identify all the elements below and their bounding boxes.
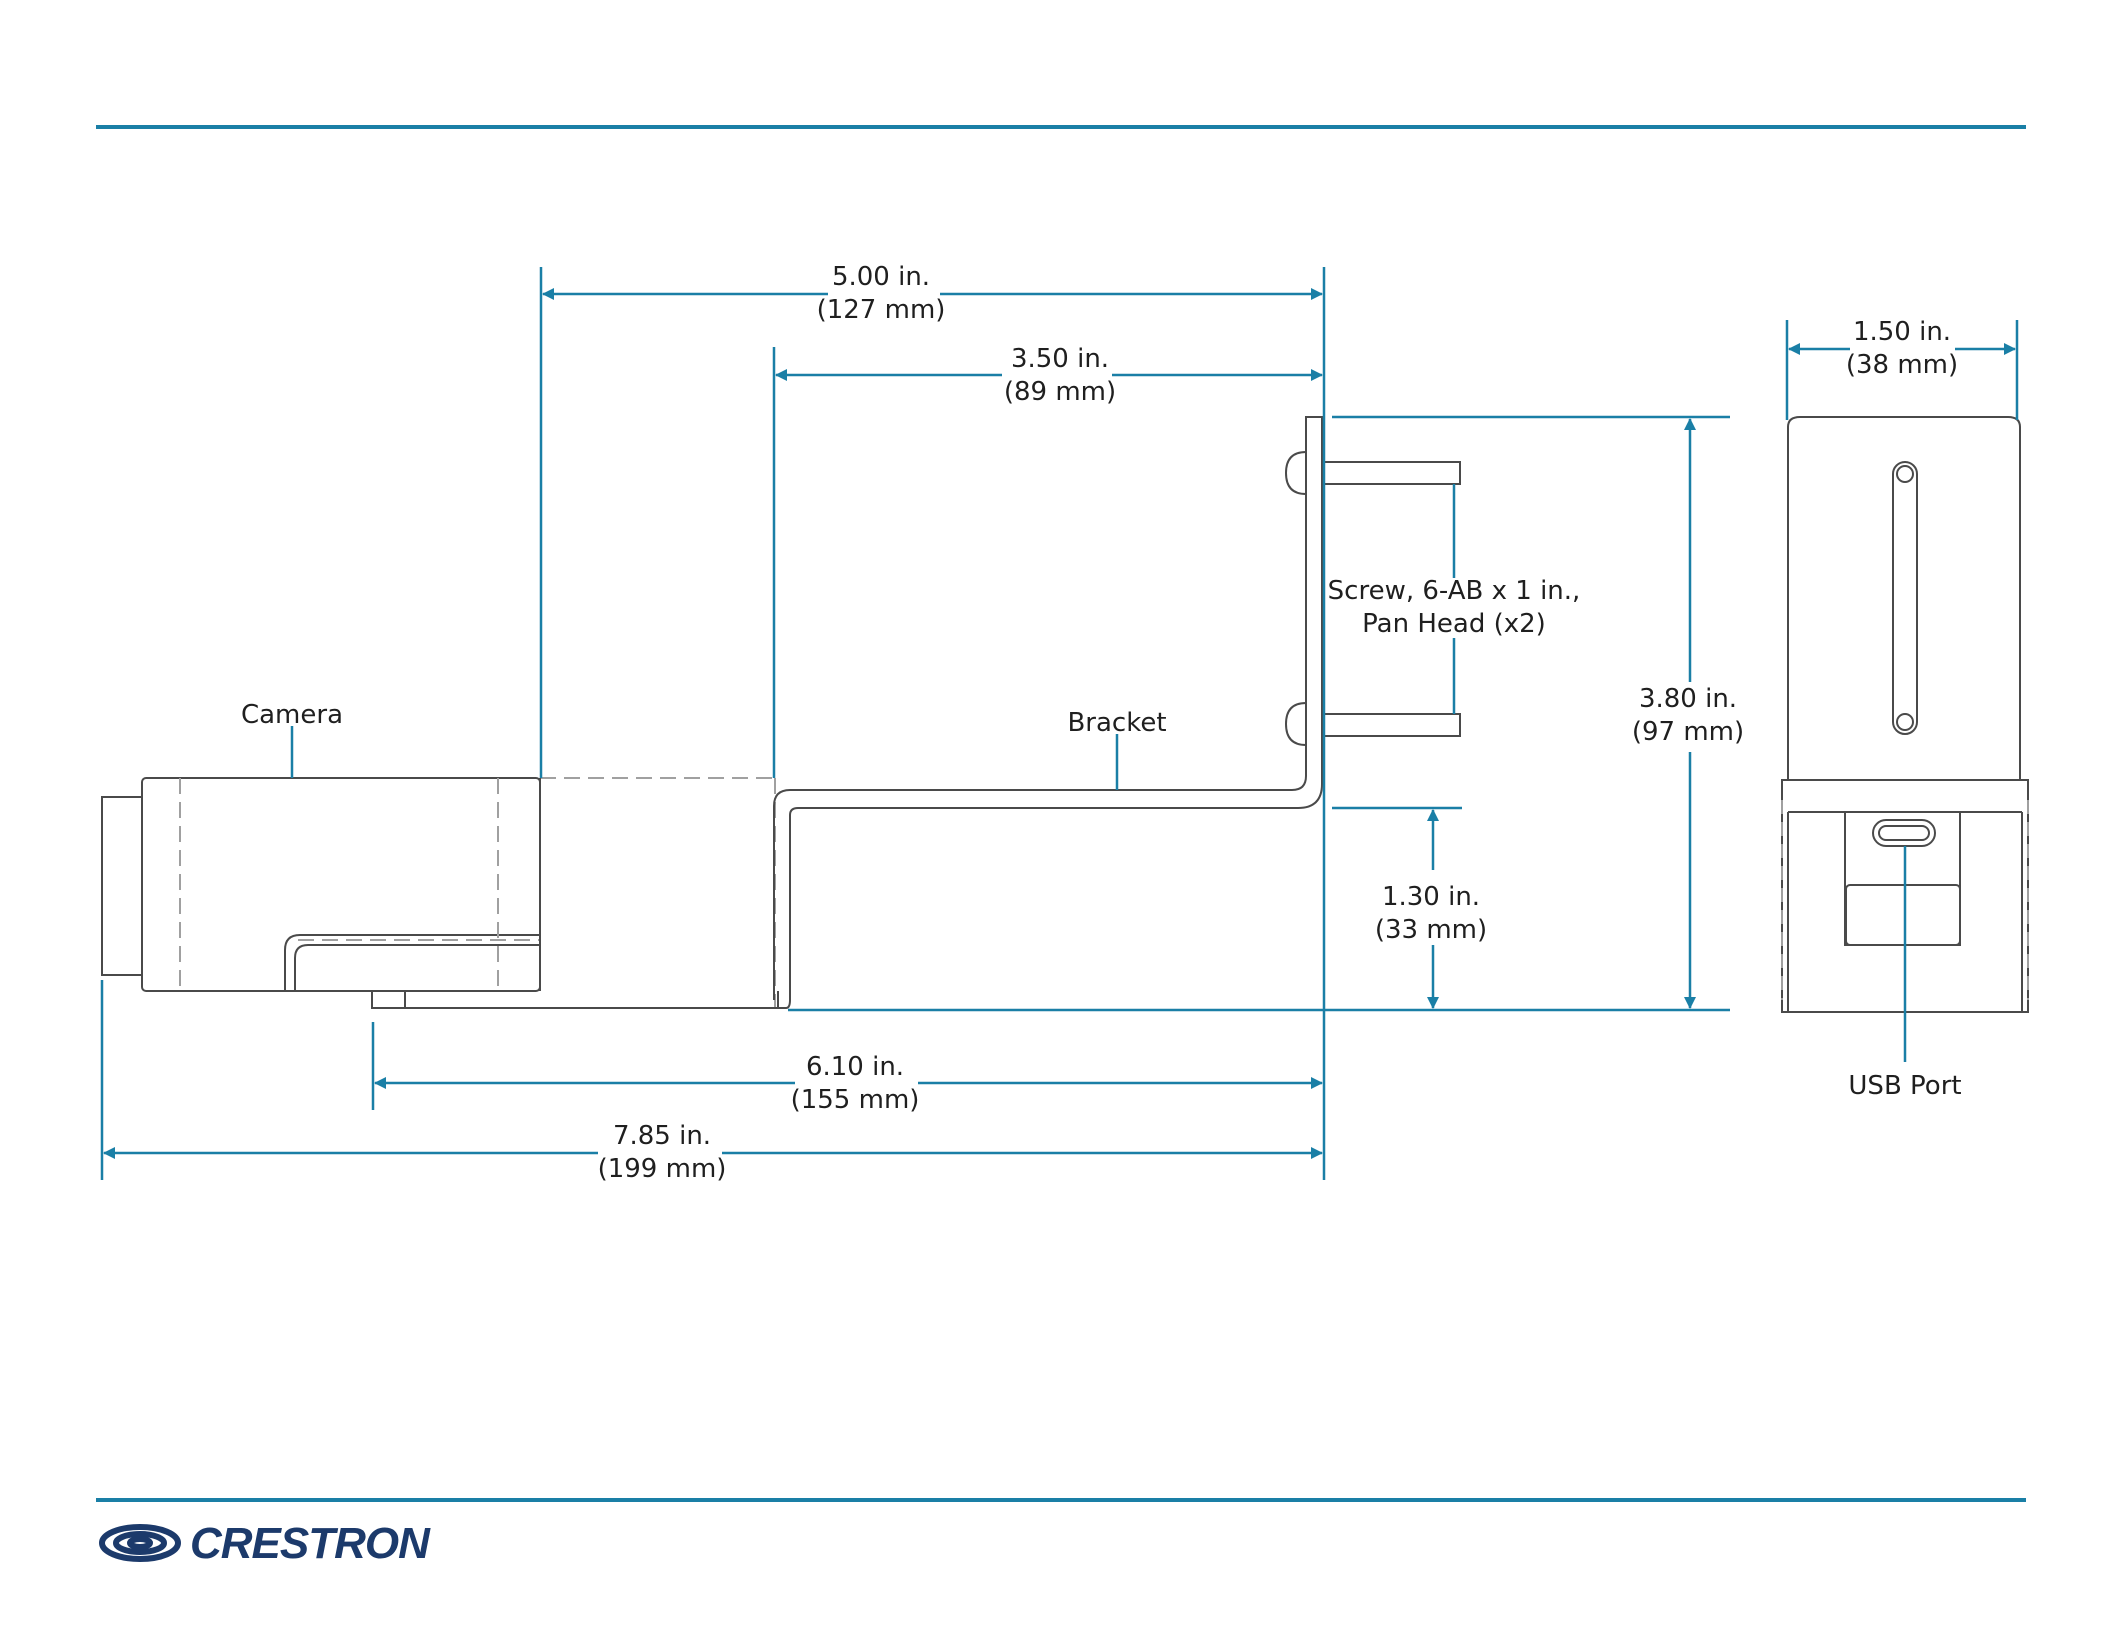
brand-wordmark: CRESTRON <box>190 1519 431 1568</box>
dimension-labels: 5.00 in. (127 mm) 3.50 in. (89 mm) 1.50 … <box>598 262 1959 1184</box>
dim-side-width-in: 1.50 in. <box>1853 317 1951 347</box>
dim-total-height-mm: (97 mm) <box>1632 717 1744 747</box>
bracket-outline <box>774 417 1322 1008</box>
crestron-logo: CRESTRON <box>102 1519 431 1568</box>
usb-port-label: USB Port <box>1848 1071 1961 1101</box>
dim-total-height-in: 3.80 in. <box>1639 684 1737 714</box>
end-view-bracket <box>1788 417 2020 780</box>
usb-recess <box>1846 885 1960 945</box>
swirl-icon <box>102 1527 178 1559</box>
dim-lower-height-in: 1.30 in. <box>1382 882 1480 912</box>
camera-lens <box>102 797 142 975</box>
mounting-slot <box>1893 462 1917 734</box>
dim-overall-width-in: 5.00 in. <box>832 262 930 292</box>
dim-side-width-mm: (38 mm) <box>1846 350 1958 380</box>
dim-bracket-width-mm: (89 mm) <box>1004 377 1116 407</box>
dim-lower-height-mm: (33 mm) <box>1375 915 1487 945</box>
usb-c-port <box>1873 820 1935 846</box>
bracket-base <box>372 991 778 1008</box>
screw-label-line1: Screw, 6-AB x 1 in., <box>1328 576 1581 606</box>
screw-label-line2: Pan Head (x2) <box>1362 609 1546 639</box>
leader-lines <box>292 484 1905 1062</box>
dim-overall-width-mm: (127 mm) <box>817 295 946 325</box>
camera-notch <box>285 935 540 991</box>
dim-base-length-in: 6.10 in. <box>806 1052 904 1082</box>
dim-base-length-mm: (155 mm) <box>791 1085 920 1115</box>
bracket-label: Bracket <box>1067 708 1166 738</box>
dim-bracket-width-in: 3.50 in. <box>1011 344 1109 374</box>
camera-body <box>142 778 540 991</box>
screw-top <box>1286 452 1460 494</box>
camera-label: Camera <box>241 700 343 730</box>
callout-labels: Camera Bracket Screw, 6-AB x 1 in., Pan … <box>241 576 1962 1101</box>
screw-bottom <box>1286 703 1460 745</box>
dim-total-length-mm: (199 mm) <box>598 1154 727 1184</box>
dim-total-length-in: 7.85 in. <box>613 1121 711 1151</box>
